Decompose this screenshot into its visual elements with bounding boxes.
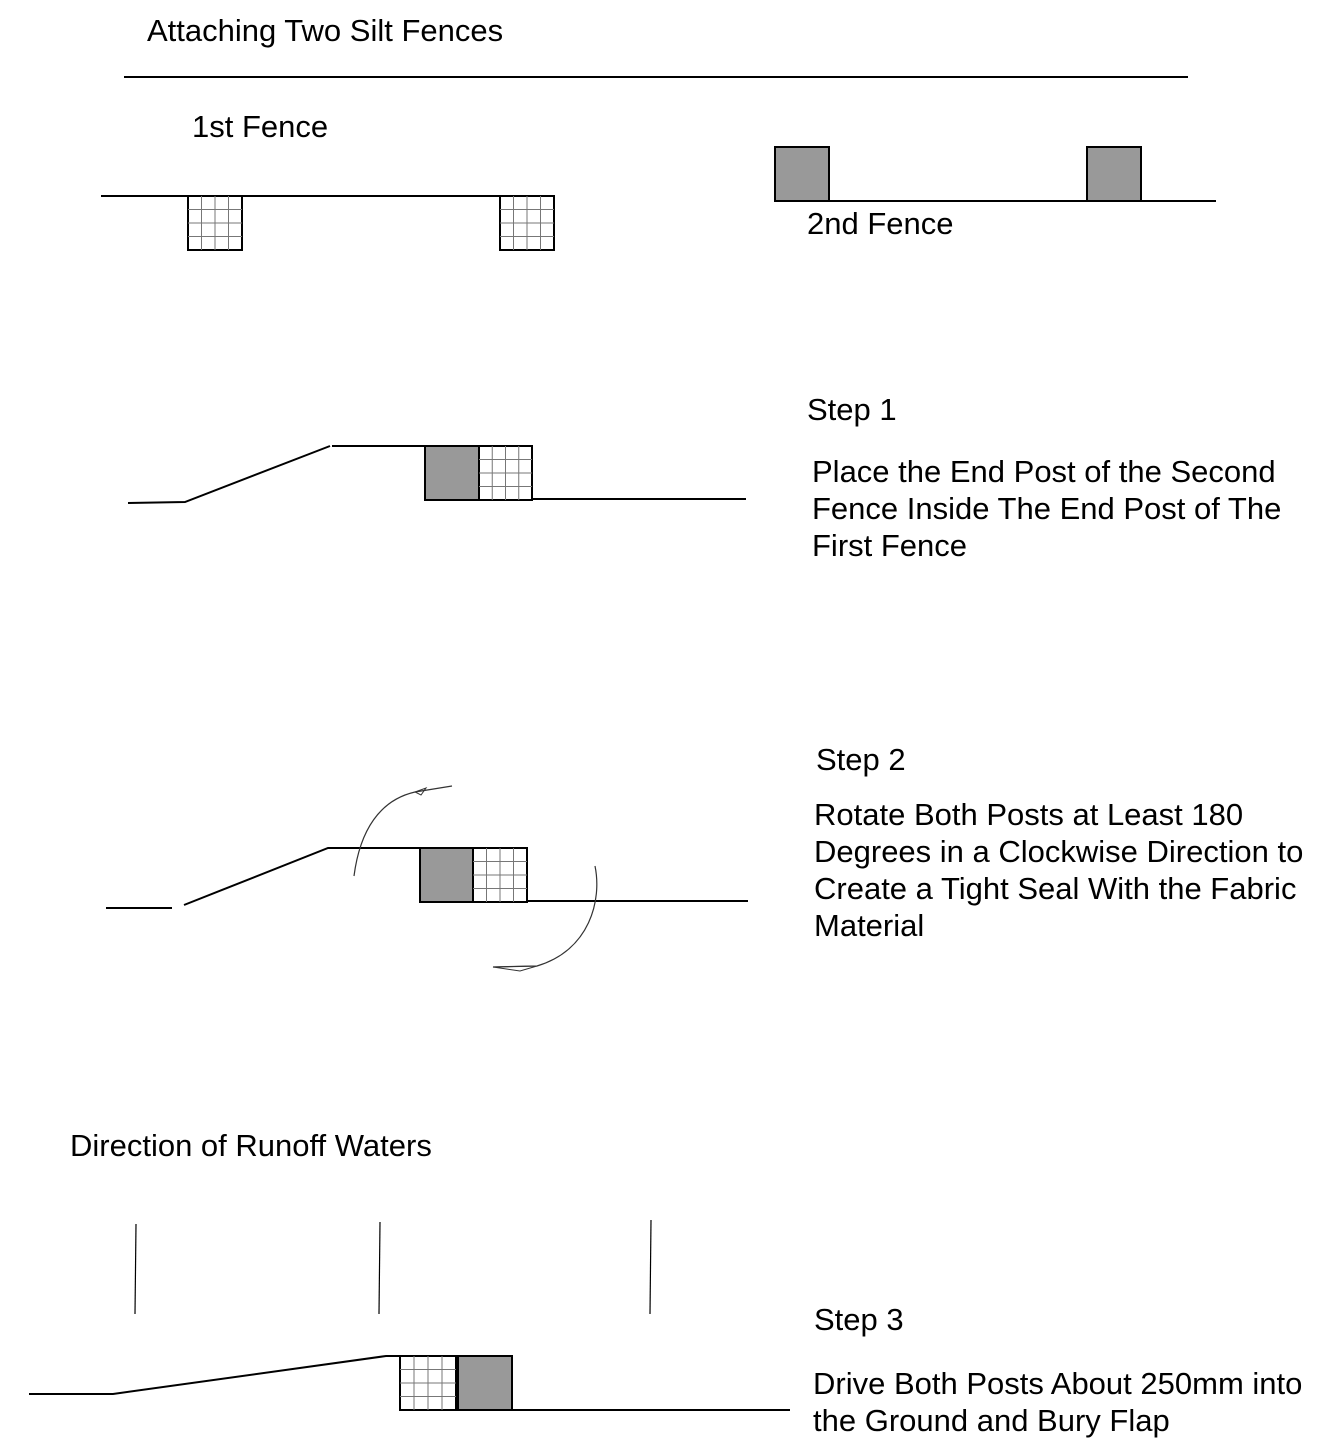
second-fence-label: 2nd Fence (807, 206, 954, 241)
runoff-direction-line (649, 1219, 652, 1315)
solid-post (774, 146, 830, 202)
step3-text: Drive Both Posts About 250mm into the Gr… (813, 1366, 1303, 1438)
mesh-post (499, 195, 555, 251)
step2-text: Rotate Both Posts at Least 180 Degrees i… (814, 797, 1304, 943)
step1-text: Place the End Post of the Second Fence I… (812, 454, 1282, 563)
first-fence (101, 195, 555, 251)
rotation-arrowhead-bottom (492, 965, 538, 972)
rotation-arrowhead-top (413, 786, 428, 796)
step2-figure (106, 785, 748, 972)
rotation-arrow-top (353, 785, 453, 877)
step1-heading: Step 1 (807, 392, 897, 427)
solid-post (1086, 146, 1142, 202)
runoff-label: Direction of Runoff Waters (70, 1128, 432, 1163)
mesh-post (478, 445, 533, 501)
mesh-post (472, 847, 528, 903)
step2-heading: Step 2 (816, 742, 906, 777)
runoff-direction-line (378, 1221, 381, 1315)
step2-fence-line-left (183, 847, 420, 906)
step3-heading: Step 3 (814, 1302, 904, 1337)
step1-figure (127, 445, 746, 504)
runoff-direction-line (134, 1223, 137, 1315)
mesh-post (399, 1355, 457, 1411)
step3-figure (29, 1219, 790, 1411)
step3-fence-line-left (29, 1355, 456, 1395)
solid-post (457, 1355, 513, 1411)
mesh-post (187, 195, 243, 251)
step1-fence-line-left (127, 445, 331, 504)
solid-post (419, 847, 474, 903)
first-fence-label: 1st Fence (192, 109, 329, 144)
second-fence (774, 146, 1216, 202)
solid-post (424, 445, 480, 501)
rotation-arrow-bottom (492, 865, 598, 968)
diagram-title: Attaching Two Silt Fences (147, 13, 504, 48)
